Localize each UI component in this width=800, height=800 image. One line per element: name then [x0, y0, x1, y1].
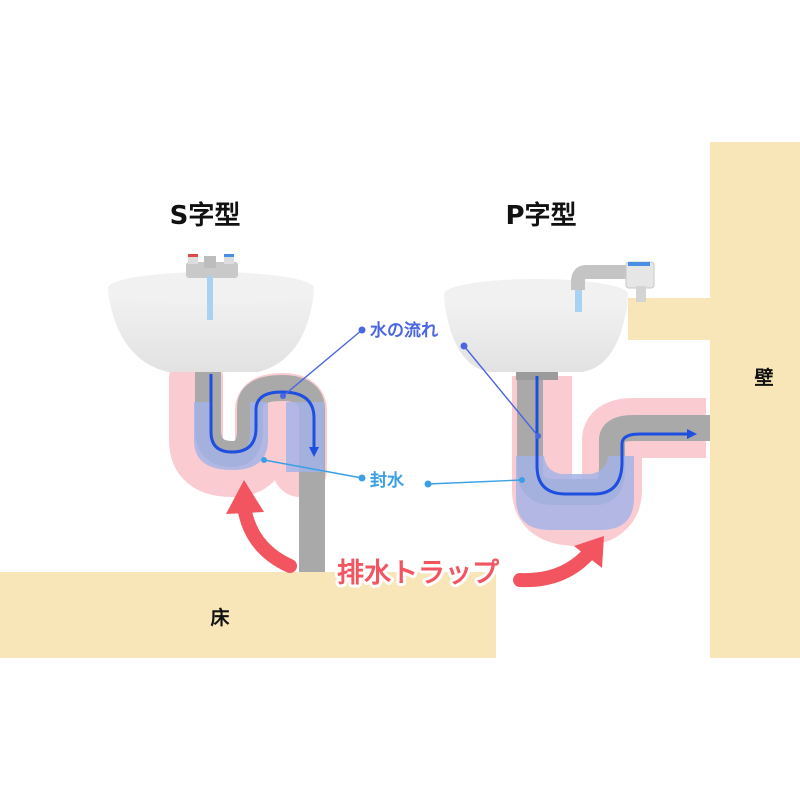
p-faucet	[571, 261, 655, 312]
s-type-sink	[108, 254, 327, 572]
floor-label: 床	[210, 606, 229, 629]
seal-water-leaders	[261, 457, 525, 488]
wall	[628, 142, 800, 658]
p-type-title: P字型	[505, 200, 576, 231]
seal-water-label: 封水	[370, 470, 405, 491]
left-red-arrow	[237, 499, 297, 573]
wall-label: 壁	[754, 366, 773, 389]
p-type-sink	[444, 261, 710, 546]
water-flow-leaders	[280, 326, 541, 439]
right-red-arrow	[513, 545, 597, 588]
p-flow-arrow	[535, 376, 697, 496]
drain-trap-label: 排水トラップ	[337, 558, 500, 589]
water-flow-label: 水の流れ	[370, 320, 438, 341]
s-type-title: S字型	[170, 200, 241, 231]
drain-trap-arrows	[226, 480, 604, 588]
floor	[0, 572, 496, 658]
s-flow-arrow	[209, 374, 319, 457]
s-basin	[108, 282, 314, 372]
s-seal-water	[194, 402, 268, 470]
s-faucet	[186, 254, 238, 320]
